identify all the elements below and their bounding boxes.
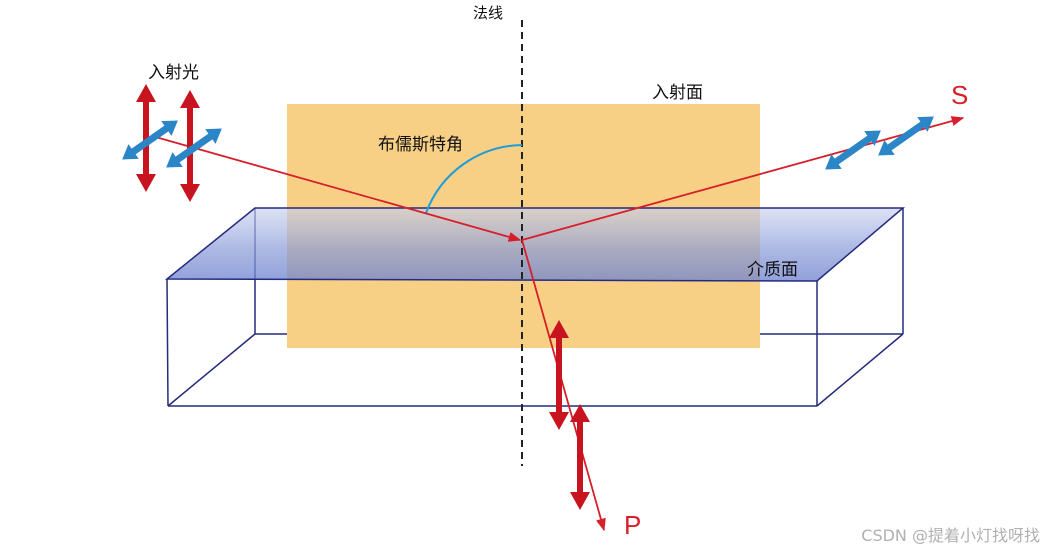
incident-plane-label: 入射面	[652, 83, 703, 103]
refracted-p-arrow-1	[549, 320, 569, 430]
incident-p-arrow-1	[136, 84, 156, 192]
incident-light-label: 入射光	[148, 63, 199, 83]
normal-label: 法线	[473, 4, 503, 22]
reflected-s-arrow-1	[825, 130, 881, 170]
s-wave-label: S	[951, 80, 968, 110]
refracted-p-arrow-2	[570, 404, 590, 510]
watermark: CSDN @提着小灯找呀找	[861, 526, 1040, 545]
brewster-angle-label: 布儒斯特角	[378, 135, 463, 155]
incident-s-arrow-2	[166, 128, 222, 168]
p-wave-label: P	[624, 510, 641, 540]
brewster-angle-arc	[425, 144, 523, 214]
refracted-p-polarization-arrows	[549, 320, 590, 510]
incident-s-polarization-arrows	[122, 120, 222, 168]
incident-s-arrow-1	[122, 120, 178, 160]
reflected-ray	[521, 116, 965, 241]
medium-box-front-edges	[166, 208, 904, 407]
reflected-s-polarization-arrows	[825, 116, 934, 170]
incident-ray	[151, 135, 522, 242]
incident-p-arrow-2	[180, 90, 200, 202]
reflected-s-arrow-2	[878, 116, 934, 156]
refracted-ray	[521, 239, 606, 532]
incident-p-polarization-arrows	[136, 84, 200, 202]
medium-surface-label: 介质面	[747, 260, 798, 280]
